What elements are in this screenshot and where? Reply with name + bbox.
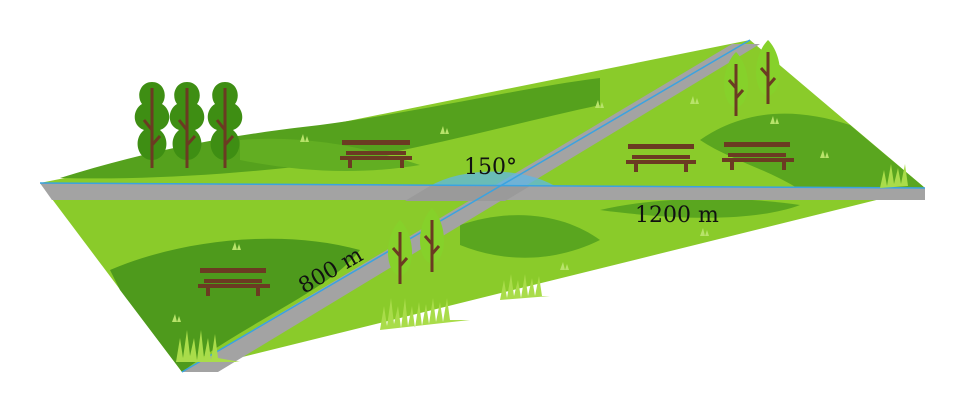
road-diagonal	[182, 44, 760, 372]
tree-icon	[134, 82, 170, 168]
road-horizontal-length-label: 1200 m	[635, 203, 719, 228]
bench-icon	[340, 140, 412, 168]
tree-icon	[420, 208, 444, 272]
measure-line-horizontal	[39, 182, 926, 189]
bench-icon	[722, 142, 794, 170]
tree-icon	[756, 40, 780, 104]
measure-lines	[39, 39, 926, 373]
bench-icon	[198, 268, 270, 296]
angle-marker	[430, 171, 555, 186]
bench-icon	[626, 144, 696, 172]
measure-line-diagonal	[181, 39, 751, 373]
road-intersection	[405, 186, 530, 201]
angle-label: 150°	[464, 155, 517, 180]
grass-edge	[176, 164, 908, 362]
tree-icon	[169, 82, 205, 168]
grass-tuft-icon	[172, 96, 829, 322]
tree-icon	[388, 220, 412, 284]
tree-icon	[207, 82, 243, 168]
tree-icon	[724, 52, 748, 116]
